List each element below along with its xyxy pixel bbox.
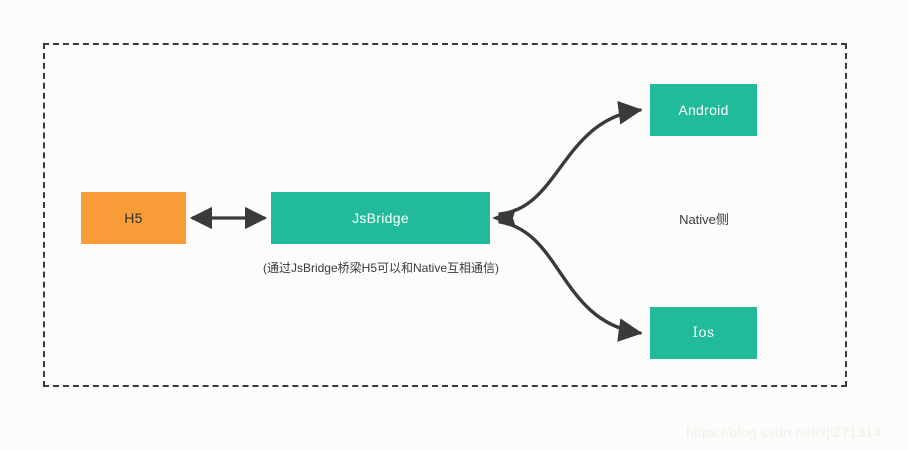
node-h5-label: H5	[124, 210, 143, 226]
node-android[interactable]: Android	[650, 84, 757, 136]
node-ios[interactable]: Ios	[650, 307, 757, 359]
node-h5[interactable]: H5	[81, 192, 186, 244]
node-ios-label: Ios	[692, 325, 715, 341]
watermark-text: https://blog.csdn.net/xjl271314	[686, 424, 882, 440]
node-jsbridge-label: JsBridge	[352, 210, 409, 226]
node-android-label: Android	[678, 102, 729, 118]
jsbridge-caption: (通过JsBridge桥梁H5可以和Native互相通信)	[262, 261, 500, 275]
native-side-label: Native侧	[679, 212, 729, 227]
dashed-boundary-frame	[43, 43, 847, 387]
node-jsbridge[interactable]: JsBridge	[271, 192, 490, 244]
